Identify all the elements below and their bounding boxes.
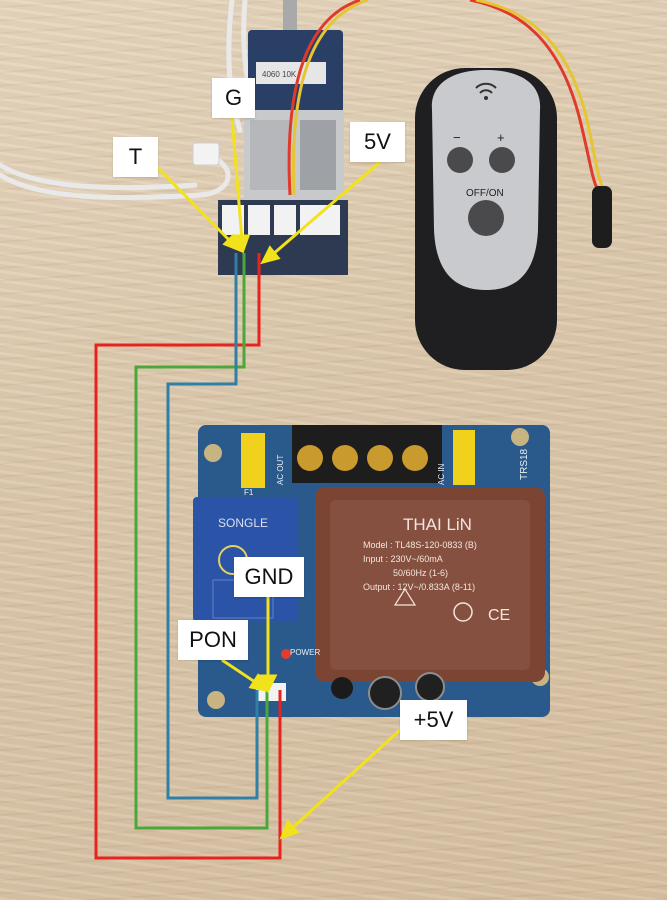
transformer-line-3: 50/60Hz (1-6) [363,568,448,578]
blue-wire [166,253,259,800]
label-5v: 5V [350,122,405,162]
transformer-line-4: Output : 12V~/0.833A (8-11) [363,582,475,592]
wiring [94,253,282,860]
green-wire [134,253,269,830]
potentiometer-module: 4060 10K [218,0,348,275]
transformer-line-2: Input : 230V~/60mA [363,554,443,564]
remote-plus-label: + [497,130,505,145]
silk-model: TRS18 [519,448,530,480]
svg-text:4060 10K: 4060 10K [262,70,297,79]
red-wire [94,253,282,860]
power-button [468,200,504,236]
plus-button [489,147,515,173]
remote-control: − + OFF/ON [415,68,557,370]
temperature-sensor-probe [592,186,612,248]
callout-arrows [156,117,402,840]
relay-brand: SONGLE [218,516,268,530]
minus-button [447,147,473,173]
transformer-line-1: Model : TL48S-120-0833 (B) [363,540,477,550]
silk-ac-out: AC OUT [276,455,285,485]
label-gnd: GND [234,557,304,597]
silk-ac-in: AC IN [437,463,446,485]
silk-power: POWER [290,648,320,657]
label-plus-5v: +5V [400,700,467,740]
white-connector [192,142,220,166]
transformer-brand: THAI LiN [403,515,472,534]
label-pon: PON [178,620,248,660]
remote-power-label: OFF/ON [466,188,504,199]
svg-text:CE: CE [488,607,510,624]
label-t: T [113,137,158,177]
remote-minus-label: − [453,130,461,145]
sensor-cable [287,0,606,196]
silk-fuse: F1 [244,488,254,497]
label-g: G [212,78,255,118]
